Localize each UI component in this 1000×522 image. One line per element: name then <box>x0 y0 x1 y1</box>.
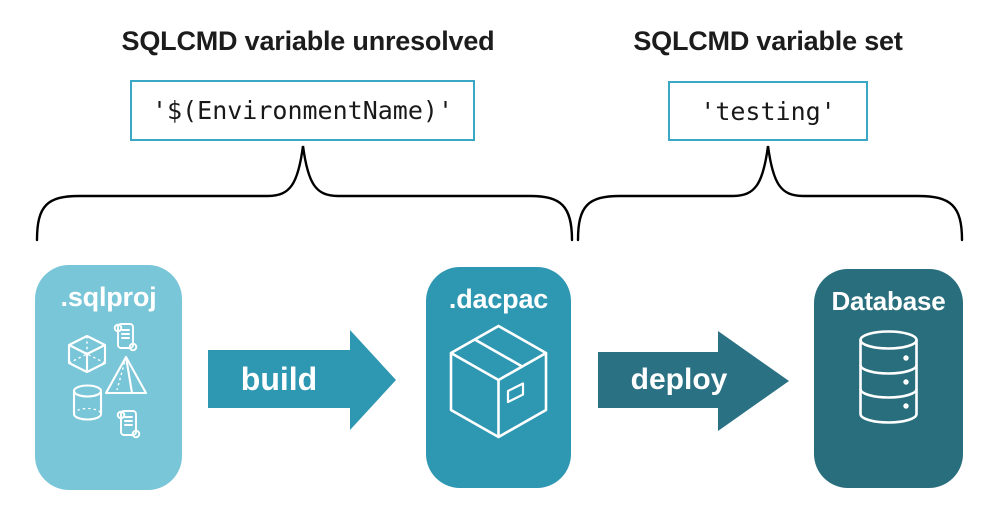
database-label: Database <box>831 286 946 316</box>
dacpac-label: .dacpac <box>448 284 549 314</box>
heading-set: SQLCMD variable set <box>633 26 903 56</box>
sqlproj-label: .sqlproj <box>60 282 157 312</box>
code-value-resolved: 'testing' <box>700 96 836 126</box>
deploy-label: deploy <box>630 363 728 396</box>
package-box-icon <box>449 324 548 439</box>
scroll-icon <box>113 323 138 352</box>
code-box-unresolved: '$(EnvironmentName)' <box>130 80 475 141</box>
deploy-arrow-shape <box>598 331 789 431</box>
code-box-resolved: 'testing' <box>668 81 868 141</box>
cylinder-icon <box>72 384 103 421</box>
build-label: build <box>240 360 318 397</box>
dacpac-card: .dacpac <box>426 267 571 488</box>
pyramid-icon <box>104 355 148 395</box>
left-brace <box>35 145 574 242</box>
database-cylinder-icon <box>859 330 918 424</box>
code-value-unresolved: '$(EnvironmentName)' <box>151 96 454 125</box>
heading-unresolved: SQLCMD variable unresolved <box>121 26 495 56</box>
database-card: Database <box>814 269 963 488</box>
build-arrow-shape <box>208 330 396 430</box>
cube-icon <box>67 334 107 374</box>
scroll-icon <box>116 410 141 439</box>
sqlproj-card: .sqlproj <box>35 265 182 490</box>
deploy-arrow <box>598 331 789 431</box>
right-brace <box>576 145 964 242</box>
build-arrow <box>208 330 396 430</box>
